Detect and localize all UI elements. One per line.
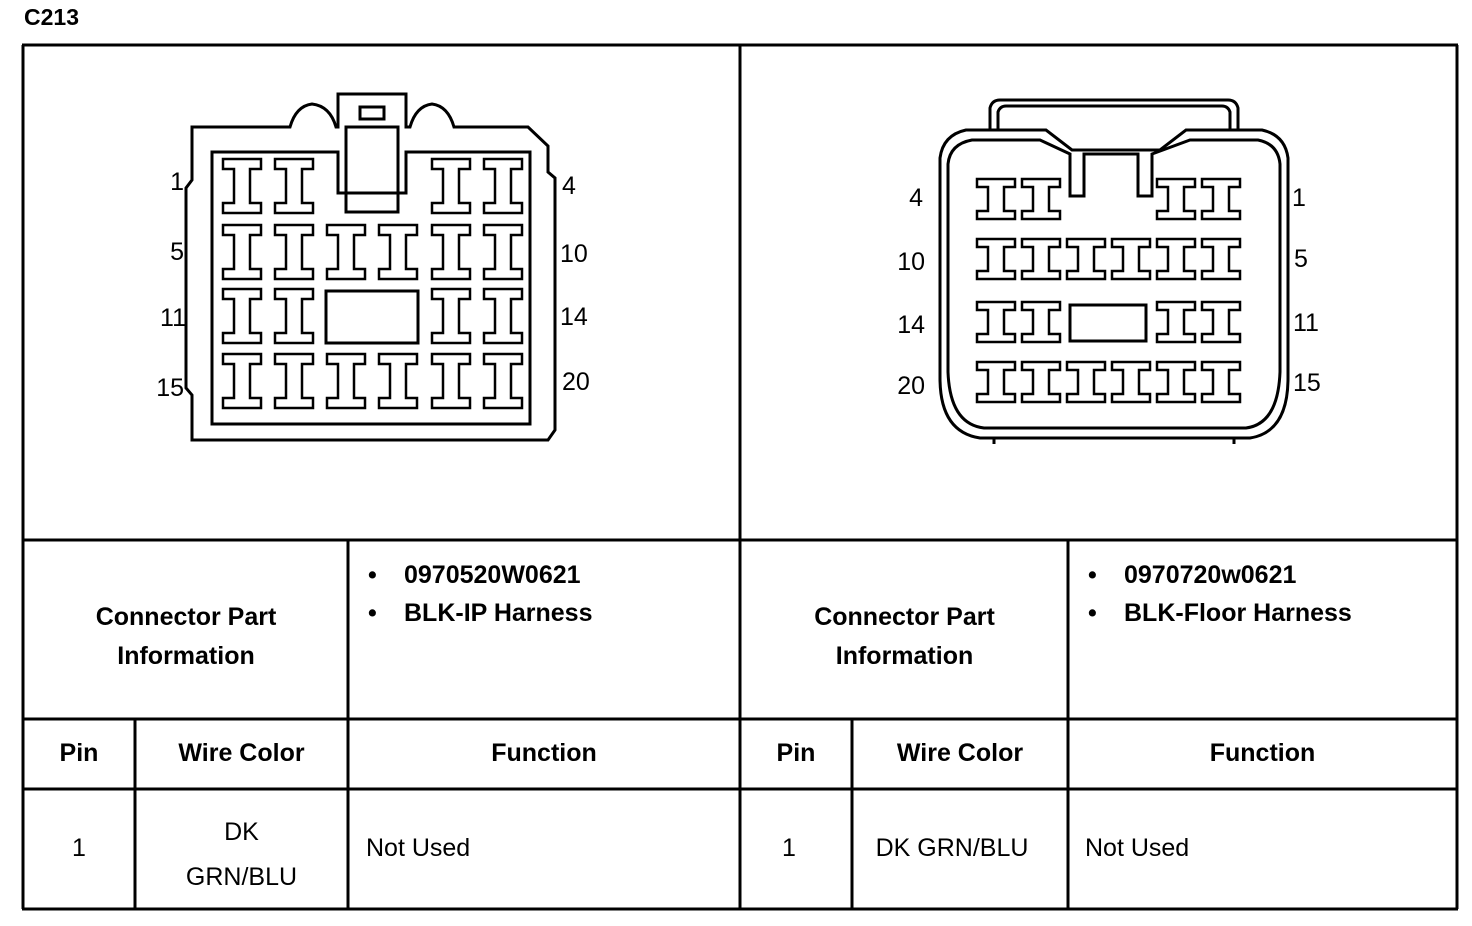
info-label-line: Connector Part [814,603,995,631]
table-cell-wire-color: DK GRN/BLU [875,834,1029,862]
pin-label: 15 [156,374,184,402]
pin-label: 20 [562,368,590,396]
column-header-function: Function [1209,739,1316,767]
pin-label: 14 [560,303,588,331]
column-header-function: Function [491,739,597,767]
left-connector-face: 1 4 5 10 11 14 15 20 [156,92,590,442]
table-cell-pin: 1 [72,834,86,862]
right-connector-face: 4 1 10 5 14 11 20 15 [897,98,1321,444]
pin-label: 15 [1293,369,1321,397]
column-header-pin: Pin [59,739,99,767]
part-number: 0970520W0621 [366,556,593,594]
pin-label: 5 [170,238,184,266]
wire-color-line: DK [224,818,259,846]
connector-id: C213 [24,4,79,30]
info-label-line: Information [835,642,974,670]
table-cell-wire-color: DK GRN/BLU [136,810,347,900]
wire-color-line: GRN/BLU [185,863,298,891]
table-cell-function: Not Used [366,834,471,862]
part-number: 0970720w0621 [1086,556,1352,594]
harness-name: BLK-IP Harness [366,594,593,632]
column-header-wire-color: Wire Color [896,739,1024,767]
harness-name: BLK-Floor Harness [1086,594,1352,632]
pin-label: 10 [897,248,925,276]
pin-label: 11 [1293,309,1319,337]
pin-label: 1 [170,168,184,196]
pin-label: 1 [1292,184,1306,212]
column-header-wire-color: Wire Color [178,739,305,767]
info-label-line: Connector Part [95,603,277,631]
pin-label: 4 [562,172,576,200]
connector-part-info-label: Connector Part Information [25,598,347,676]
pin-label: 4 [909,184,923,212]
column-header-pin: Pin [776,739,816,767]
connector-part-info-list: 0970720w0621 BLK-Floor Harness [1086,556,1352,632]
connector-part-info-label: Connector Part Information [742,598,1067,676]
pin-label: 10 [560,240,588,268]
pin-label: 11 [160,304,186,332]
pin-label: 20 [897,372,925,400]
connector-part-info-list: 0970520W0621 BLK-IP Harness [366,556,593,632]
table-cell-function: Not Used [1085,834,1190,862]
table-cell-pin: 1 [782,834,796,862]
pin-label: 14 [897,311,925,339]
pin-label: 5 [1294,245,1308,273]
info-label-line: Information [117,642,255,670]
